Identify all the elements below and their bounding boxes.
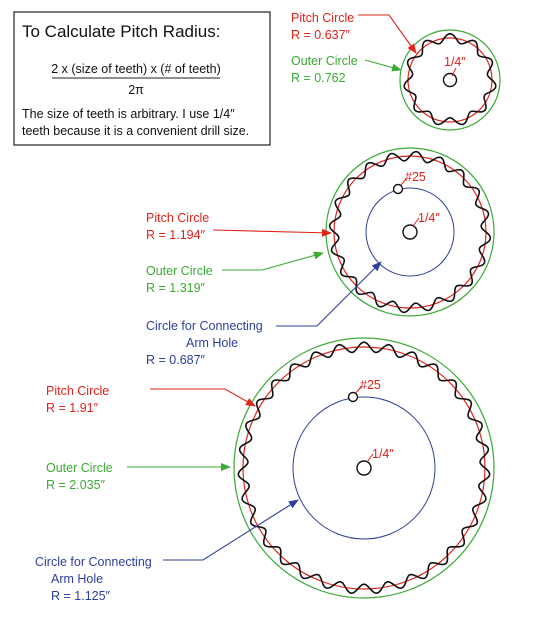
hole-leader <box>451 67 457 77</box>
outer-circle <box>233 337 495 599</box>
pitch-value: R = 1.91″ <box>46 401 99 415</box>
outer-value: R = 0.762 <box>291 71 346 85</box>
center-hole <box>402 224 418 240</box>
arm-value: R = 1.125″ <box>51 589 111 603</box>
outer-value: R = 1.319″ <box>146 281 206 295</box>
hole-leader <box>412 217 420 227</box>
pitch-arrow <box>150 388 256 407</box>
hole-leader <box>366 453 374 463</box>
outer-label: Outer Circle <box>291 54 358 68</box>
pitch-arrow <box>212 228 332 237</box>
arm-label-line1: Circle for Connecting <box>35 555 152 569</box>
gear-large: 1/4″ #25 Pitch Circle R = 1.91″ Outer Ci… <box>35 337 495 603</box>
arm-hole <box>347 391 359 403</box>
gear-teeth <box>403 32 497 126</box>
outer-label: Outer Circle <box>46 461 113 475</box>
arm-value: R = 0.687″ <box>146 353 206 367</box>
hole-label: 1/4″ <box>418 211 440 225</box>
pitch-value: R = 1.194″ <box>146 228 206 242</box>
gear-teeth <box>328 150 492 314</box>
arm-label-line2: Arm Hole <box>51 572 103 586</box>
formula-note-line1: The size of teeth is arbitrary. I use 1/… <box>22 107 235 121</box>
pitch-label: Pitch Circle <box>146 211 209 225</box>
arm-arrow <box>163 499 299 561</box>
arm-arrow <box>276 261 382 327</box>
hole-label: 1/4″ <box>372 447 394 461</box>
pitch-value: R = 0.637″ <box>291 28 351 42</box>
outer-arrow <box>222 251 324 271</box>
formula-box: To Calculate Pitch Radius: 2 x (size of … <box>13 11 271 146</box>
gear-small: 1/4″ Pitch Circle R = 0.637″ Outer Circl… <box>291 11 501 131</box>
pitch-arrow <box>358 14 417 54</box>
formula-title: To Calculate Pitch Radius: <box>22 22 220 41</box>
center-hole <box>356 460 372 476</box>
outer-circle <box>399 29 501 131</box>
formula-denominator: 2π <box>128 83 144 97</box>
pitch-label: Pitch Circle <box>291 11 354 25</box>
outer-value: R = 2.035″ <box>46 478 106 492</box>
arm-hole-label: #25 <box>405 170 426 184</box>
center-hole <box>442 72 458 88</box>
arm-circle <box>365 187 455 277</box>
arm-circle <box>292 396 436 540</box>
arm-label-line2: Arm Hole <box>186 336 238 350</box>
gear-teeth <box>237 341 491 594</box>
arm-hole <box>392 183 404 195</box>
outer-label: Outer Circle <box>146 264 213 278</box>
arm-hole-label: #25 <box>360 378 381 392</box>
gear-medium: 1/4″ #25 Pitch Circle R = 1.194″ Outer C… <box>146 147 495 367</box>
arm-label-line1: Circle for Connecting <box>146 319 263 333</box>
outer-arrow <box>364 59 402 72</box>
formula-note-line2: teeth because it is a convenient drill s… <box>22 124 249 138</box>
arm-hole-leader <box>355 386 362 394</box>
arm-hole-leader <box>400 178 407 186</box>
pitch-label: Pitch Circle <box>46 384 109 398</box>
hole-label: 1/4″ <box>444 55 466 69</box>
formula-numerator: 2 x (size of teeth) x (# of teeth) <box>51 62 221 76</box>
